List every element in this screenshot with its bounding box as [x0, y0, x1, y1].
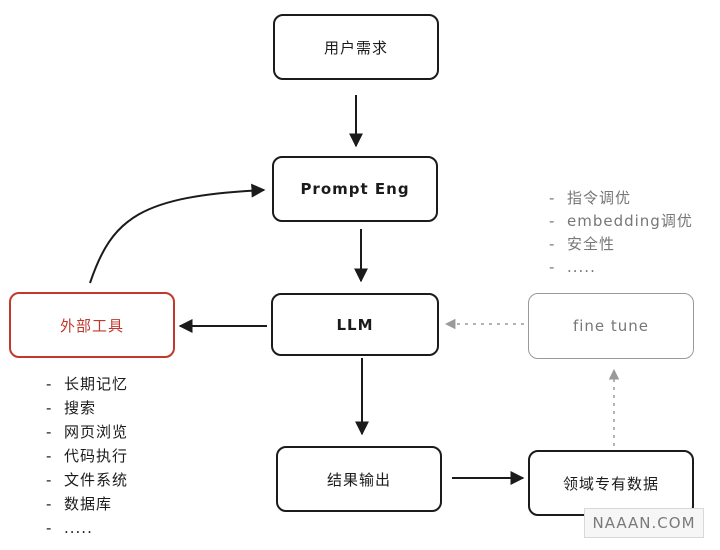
node-prompt-eng: Prompt Eng — [272, 156, 438, 222]
node-result-output-label: 结果输出 — [326, 470, 391, 489]
finetune-list-item: embedding调优 — [549, 210, 693, 233]
finetune-list-item: ..... — [549, 256, 693, 279]
node-result-output: 结果输出 — [276, 446, 442, 512]
node-prompt-eng-label: Prompt Eng — [300, 180, 410, 198]
edge-tools-to-prompt — [89, 183, 266, 284]
node-domain-data-label: 领域专有数据 — [562, 474, 659, 493]
node-fine-tune-label: fine tune — [572, 317, 650, 335]
tools-list-item: 网页浏览 — [46, 420, 128, 444]
watermark: NAAAN.COM — [584, 508, 704, 538]
tools-list-item: 长期记忆 — [46, 372, 128, 396]
tools-list-item: 搜索 — [46, 396, 128, 420]
node-fine-tune: fine tune — [528, 293, 694, 359]
tools-list-item: 代码执行 — [46, 444, 128, 468]
tools-list: 长期记忆 搜索 网页浏览 代码执行 文件系统 数据库 ..... — [46, 372, 128, 540]
node-external-tools-label: 外部工具 — [59, 316, 124, 335]
node-llm-label: LLM — [336, 315, 374, 334]
finetune-list-item: 安全性 — [549, 233, 693, 256]
node-user-needs-label: 用户需求 — [323, 38, 388, 57]
node-llm: LLM — [271, 293, 439, 356]
tools-list-item: 数据库 — [46, 492, 128, 516]
node-external-tools: 外部工具 — [9, 292, 175, 358]
tools-list-item: 文件系统 — [46, 468, 128, 492]
finetune-list: 指令调优 embedding调优 安全性 ..... — [549, 187, 693, 279]
tools-list-item: ..... — [46, 516, 128, 540]
finetune-list-item: 指令调优 — [549, 187, 693, 210]
node-domain-data: 领域专有数据 — [528, 450, 694, 516]
node-user-needs: 用户需求 — [273, 14, 439, 80]
